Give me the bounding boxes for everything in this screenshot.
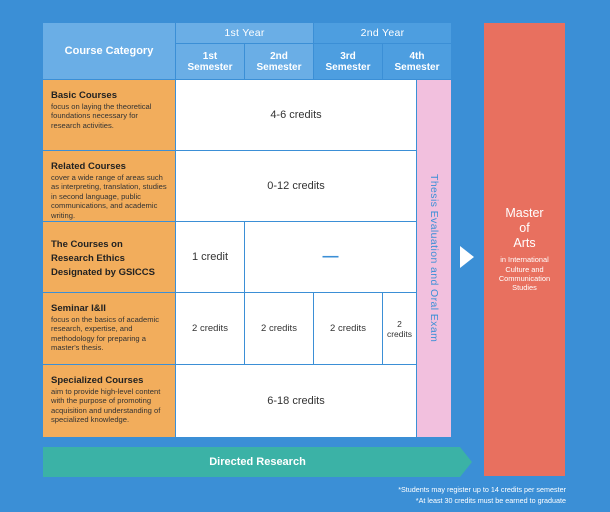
credits-cell: 2 credits [314,293,382,364]
master-subtitle: in International Culture and Communicati… [498,255,551,293]
category-description: focus on laying the theoretical foundati… [51,102,152,130]
year-1-header: 1st Year [176,23,313,43]
master-line-3: Arts [513,236,536,251]
master-of-arts-box: Master of Arts in International Culture … [484,23,565,476]
credits-cell: 2 credits [176,293,244,364]
credits-label: 2 credits [386,318,413,339]
category-description: cover a wide range of areas such as inte… [51,173,167,220]
category-title: Seminar I&II [51,303,106,314]
semester-4-label: 4th Semester [394,50,440,73]
category-research-ethics: The Courses on Research Ethics Designate… [43,222,175,292]
category-seminar: Seminar I&II focus on the basics of acad… [43,293,175,364]
course-category-header: Course Category [43,23,175,79]
credits-cell: 2 credits [383,293,416,364]
directed-research-bar: Directed Research [43,447,472,477]
category-description: aim to provide high-level content with t… [51,387,161,425]
category-description: focus on the basics of academic research… [51,315,160,353]
arrow-right-icon [460,246,474,268]
semester-4-header: 4th Semester [383,44,451,79]
category-title: The Courses on Research Ethics Designate… [51,239,155,278]
semester-2-header: 2nd Semester [245,44,313,79]
category-basic-courses: Basic Courses focus on laying the theore… [43,80,175,150]
semester-1-header: 1st Semester [176,44,244,79]
credits-cell: 0-12 credits [176,151,416,221]
credits-cell: 1 credit [176,222,244,292]
category-title: Basic Courses [51,90,118,101]
category-specialized-courses: Specialized Courses aim to provide high-… [43,365,175,437]
year-2-header: 2nd Year [314,23,451,43]
credits-cell: 2 credits [245,293,313,364]
master-line-1: Master [505,206,544,221]
category-title: Related Courses [51,161,126,172]
semester-3-header: 3rd Semester [314,44,382,79]
credits-cell-empty: — [245,222,416,292]
dash-mark: — [322,248,339,265]
credits-cell: 6-18 credits [176,365,416,437]
thesis-evaluation-column: Thesis Evaluation and Oral Exam [417,80,451,437]
category-related-courses: Related Courses cover a wide range of ar… [43,151,175,221]
master-line-2: of [519,221,530,236]
credits-cell: 4-6 credits [176,80,416,150]
note-credits-to-graduate: *At least 30 credits must be earned to g… [415,496,566,505]
note-credits-per-semester: *Students may register up to 14 credits … [398,485,566,494]
semester-2-label: 2nd Semester [256,50,302,73]
semester-3-label: 3rd Semester [325,50,371,73]
category-title: Specialized Courses [51,375,144,386]
semester-1-label: 1st Semester [187,50,233,73]
thesis-label: Thesis Evaluation and Oral Exam [428,174,440,343]
